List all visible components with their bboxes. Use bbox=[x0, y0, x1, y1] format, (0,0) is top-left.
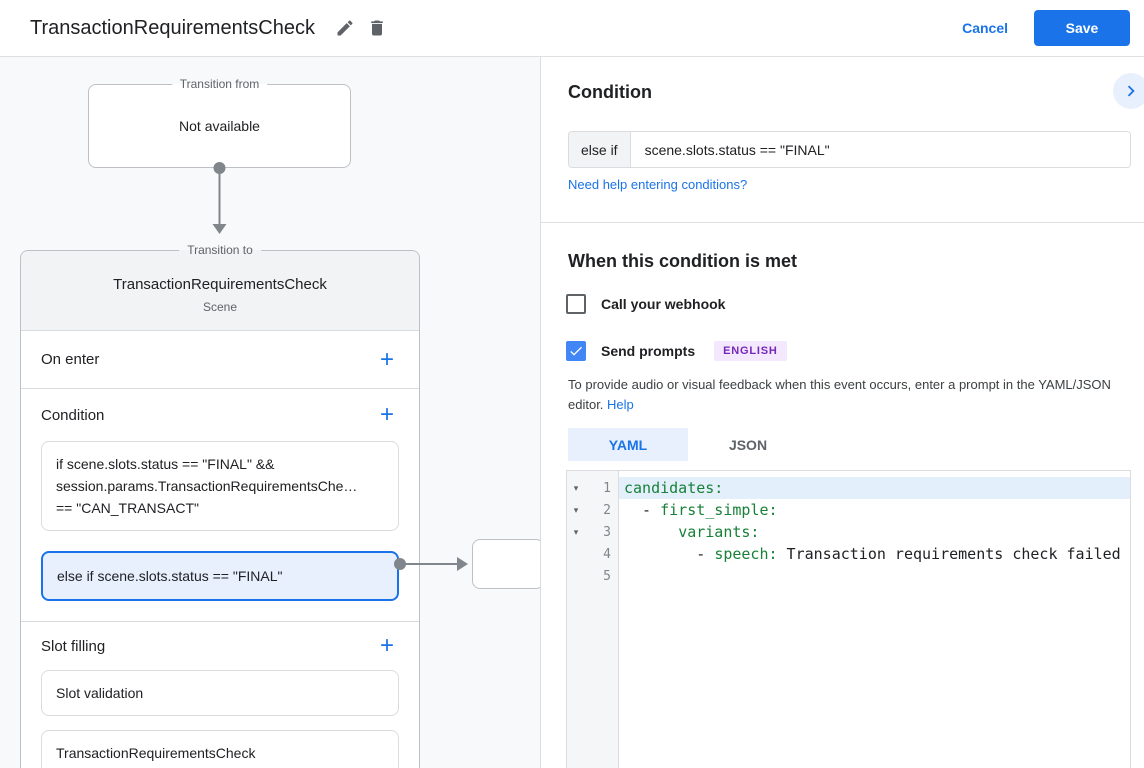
line-number: 1 bbox=[603, 480, 611, 496]
webhook-checkbox[interactable] bbox=[566, 294, 586, 314]
condition-section-label: Condition bbox=[41, 406, 105, 424]
webhook-label: Call your webhook bbox=[601, 296, 726, 312]
condition-item-text: if scene.slots.status == "FINAL" && bbox=[56, 456, 275, 472]
scene-card-title: TransactionRequirementsCheck bbox=[113, 275, 327, 293]
scene-diagram-canvas: Transition from Not available Transition… bbox=[0, 57, 1144, 768]
fold-arrow-icon[interactable]: ▾ bbox=[573, 504, 579, 515]
conditions-help-link[interactable]: Need help entering conditions? bbox=[568, 177, 748, 192]
send-prompts-checkbox[interactable] bbox=[566, 341, 586, 361]
gutter-row: ▾1 bbox=[567, 477, 618, 499]
gutter-row: 5 bbox=[567, 565, 618, 587]
prompt-help-link[interactable]: Help bbox=[607, 397, 634, 412]
tab-yaml[interactable]: YAML bbox=[568, 428, 688, 461]
condition-items: if scene.slots.status == "FINAL" && sessi… bbox=[21, 441, 419, 601]
yaml-text: - bbox=[624, 545, 715, 563]
send-prompts-row: Send prompts ENGLISH bbox=[566, 341, 787, 361]
yaml-text bbox=[624, 523, 678, 541]
transition-from-value: Not available bbox=[179, 118, 260, 134]
transition-to-legend: Transition to bbox=[179, 243, 261, 257]
add-on-enter-button[interactable]: + bbox=[375, 347, 399, 372]
line-number: 3 bbox=[603, 524, 611, 540]
condition-item[interactable]: else if scene.slots.status == "FINAL" bbox=[41, 551, 399, 601]
chevron-right-icon bbox=[1127, 85, 1135, 97]
scene-card-header[interactable]: Transition to TransactionRequirementsChe… bbox=[21, 243, 419, 331]
collapse-panel-button[interactable] bbox=[1113, 73, 1144, 109]
yaml-key: speech: bbox=[714, 545, 778, 563]
save-button[interactable]: Save bbox=[1034, 10, 1130, 46]
prompt-editor-description: To provide audio or visual feedback when… bbox=[568, 375, 1116, 415]
pencil-icon bbox=[337, 20, 353, 36]
checkmark-icon bbox=[570, 346, 582, 356]
code-line: - speech: Transaction requirements check… bbox=[619, 543, 1130, 565]
yaml-key: variants: bbox=[678, 523, 760, 541]
scene-card-subtitle: Scene bbox=[202, 299, 238, 314]
trash-icon bbox=[371, 20, 383, 36]
topbar-actions: Cancel Save bbox=[962, 10, 1130, 46]
fold-arrow-icon[interactable]: ▾ bbox=[573, 526, 579, 537]
add-slot-button[interactable]: + bbox=[375, 634, 399, 658]
page-title: TransactionRequirementsCheck bbox=[30, 16, 315, 39]
panel-title: Condition bbox=[568, 82, 652, 102]
on-enter-label: On enter bbox=[41, 351, 100, 368]
condition-label-row: Condition + bbox=[21, 389, 419, 441]
condition-item-text: else if scene.slots.status == "FINAL" bbox=[57, 568, 283, 584]
topbar: TransactionRequirementsCheck Cancel Save bbox=[0, 0, 1144, 57]
condition-expression-input[interactable] bbox=[630, 132, 1130, 167]
transition-from-legend: Transition from bbox=[171, 77, 268, 91]
gutter-row: ▾3 bbox=[567, 521, 618, 543]
fold-arrow-icon[interactable]: ▾ bbox=[573, 482, 579, 493]
edit-title-button[interactable] bbox=[329, 12, 361, 44]
language-badge: ENGLISH bbox=[714, 341, 787, 361]
cancel-button[interactable]: Cancel bbox=[962, 20, 1008, 36]
yaml-key: candidates: bbox=[624, 479, 724, 497]
yaml-text: - bbox=[624, 501, 661, 519]
delete-scene-button[interactable] bbox=[361, 12, 393, 44]
transition-to-card: Transition to TransactionRequirementsChe… bbox=[20, 243, 420, 768]
line-number: 4 bbox=[603, 546, 611, 562]
condition-item[interactable]: if scene.slots.status == "FINAL" && sessi… bbox=[41, 441, 399, 531]
slot-filling-item[interactable]: TransactionRequirementsCheck bbox=[41, 730, 399, 768]
code-line: candidates: bbox=[619, 477, 1130, 499]
transition-target-node[interactable] bbox=[472, 539, 544, 589]
slot-filling-item[interactable]: Slot validation bbox=[41, 670, 399, 716]
webhook-row: Call your webhook bbox=[566, 294, 725, 314]
send-prompts-label: Send prompts bbox=[601, 343, 696, 359]
yaml-text: Transaction requirements check failed bbox=[777, 545, 1121, 563]
condition-item-text: == "CAN_TRANSACT" bbox=[56, 500, 199, 516]
description-text: To provide audio or visual feedback when… bbox=[568, 377, 1111, 412]
condition-prefix-label: else if bbox=[569, 132, 631, 167]
gutter-row: 4 bbox=[567, 543, 618, 565]
condition-item-text: session.params.TransactionRequirementsCh… bbox=[56, 478, 358, 494]
condition-expression-row: else if bbox=[568, 131, 1131, 168]
panel-divider bbox=[541, 222, 1144, 223]
code-line: variants: bbox=[619, 521, 1130, 543]
gutter-row: ▾2 bbox=[567, 499, 618, 521]
line-number: 2 bbox=[603, 502, 611, 518]
condition-detail-panel: Condition else if Need help entering con… bbox=[540, 57, 1144, 768]
code-line bbox=[619, 565, 1130, 587]
line-number: 5 bbox=[603, 568, 611, 584]
tab-json[interactable]: JSON bbox=[688, 428, 808, 461]
condition-section: Condition + if scene.slots.status == "FI… bbox=[21, 389, 419, 622]
on-enter-row: On enter + bbox=[21, 331, 419, 389]
transition-from-node: Transition from Not available bbox=[88, 77, 351, 168]
slot-filling-label-row: Slot filling + bbox=[21, 622, 419, 670]
add-condition-button[interactable]: + bbox=[375, 403, 399, 427]
yaml-key: first_simple: bbox=[660, 501, 778, 519]
code-line: - first_simple: bbox=[619, 499, 1130, 521]
editor-code-area[interactable]: candidates: - first_simple: variants: - … bbox=[619, 471, 1130, 768]
condition-met-title: When this condition is met bbox=[568, 251, 797, 271]
slot-filling-section-label: Slot filling bbox=[41, 637, 106, 655]
